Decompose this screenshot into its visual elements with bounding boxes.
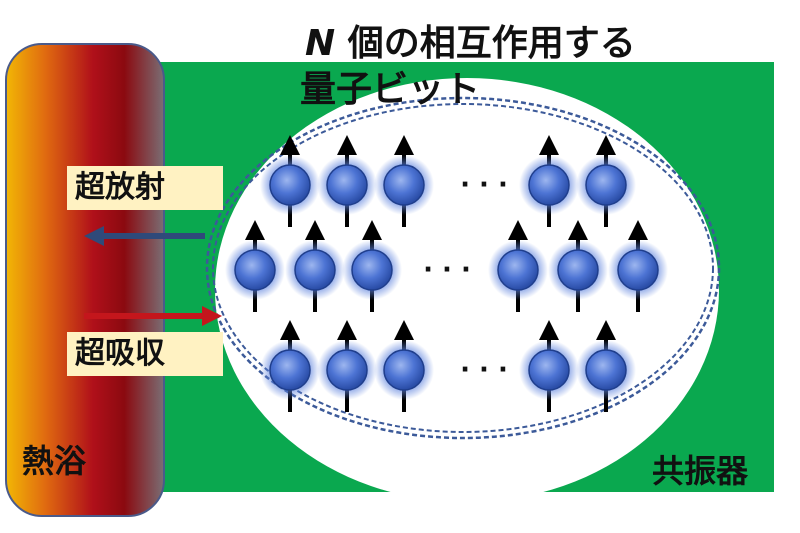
spin-up-arrow-icon	[337, 320, 357, 340]
spin-up-arrow-icon	[245, 220, 265, 240]
qubit	[225, 220, 285, 312]
qubit-ensemble-boundary	[205, 96, 721, 440]
qubit	[317, 320, 377, 412]
heat-bath-label: 熱浴	[22, 442, 87, 480]
spin-up-arrow-icon	[596, 135, 616, 155]
qubit	[285, 220, 345, 312]
qubit	[519, 320, 579, 412]
qubit-ensemble-boundary-inner	[212, 103, 714, 433]
heat-bath	[5, 43, 165, 517]
qubit	[317, 135, 377, 227]
qubit	[374, 135, 434, 227]
spin-up-arrow-icon	[568, 220, 588, 240]
qubit	[342, 220, 402, 312]
diagram-title-line-1: N 個の相互作用する	[305, 14, 636, 66]
qubit	[488, 220, 548, 312]
ellipsis-dots: · · ·	[423, 255, 471, 285]
superradiance-arrow	[84, 226, 205, 246]
qubit	[608, 220, 668, 312]
resonator-label: 共振器	[652, 452, 749, 490]
qubit	[519, 135, 579, 227]
spin-up-arrow-icon	[280, 135, 300, 155]
qubit-array: · · · · · · · · ·	[225, 135, 668, 412]
spin-up-arrow-icon	[280, 320, 300, 340]
n-symbol: N	[305, 23, 336, 64]
spin-up-arrow-icon	[337, 135, 357, 155]
qubit	[576, 135, 636, 227]
spin-up-arrow-icon	[394, 320, 414, 340]
superradiance-label: 超放射	[67, 166, 223, 210]
spin-up-arrow-icon	[539, 320, 559, 340]
ellipsis-dots: · · ·	[460, 355, 508, 385]
superabsorption-label: 超吸収	[67, 332, 223, 376]
ellipsis-dots: · · ·	[460, 170, 508, 200]
qubit	[260, 320, 320, 412]
qubit	[576, 320, 636, 412]
diagram-title-line-2: 量子ビット	[300, 69, 481, 110]
qubit	[260, 135, 320, 227]
spin-up-arrow-icon	[508, 220, 528, 240]
spin-up-arrow-icon	[394, 135, 414, 155]
spin-up-arrow-icon	[596, 320, 616, 340]
qubit	[374, 320, 434, 412]
spin-up-arrow-icon	[539, 135, 559, 155]
spin-up-arrow-icon	[628, 220, 648, 240]
title-line1-text: 個の相互作用する	[347, 23, 636, 64]
superabsorption-arrow	[84, 306, 222, 326]
spin-up-arrow-icon	[305, 220, 325, 240]
spin-up-arrow-icon	[362, 220, 382, 240]
qubit	[548, 220, 608, 312]
